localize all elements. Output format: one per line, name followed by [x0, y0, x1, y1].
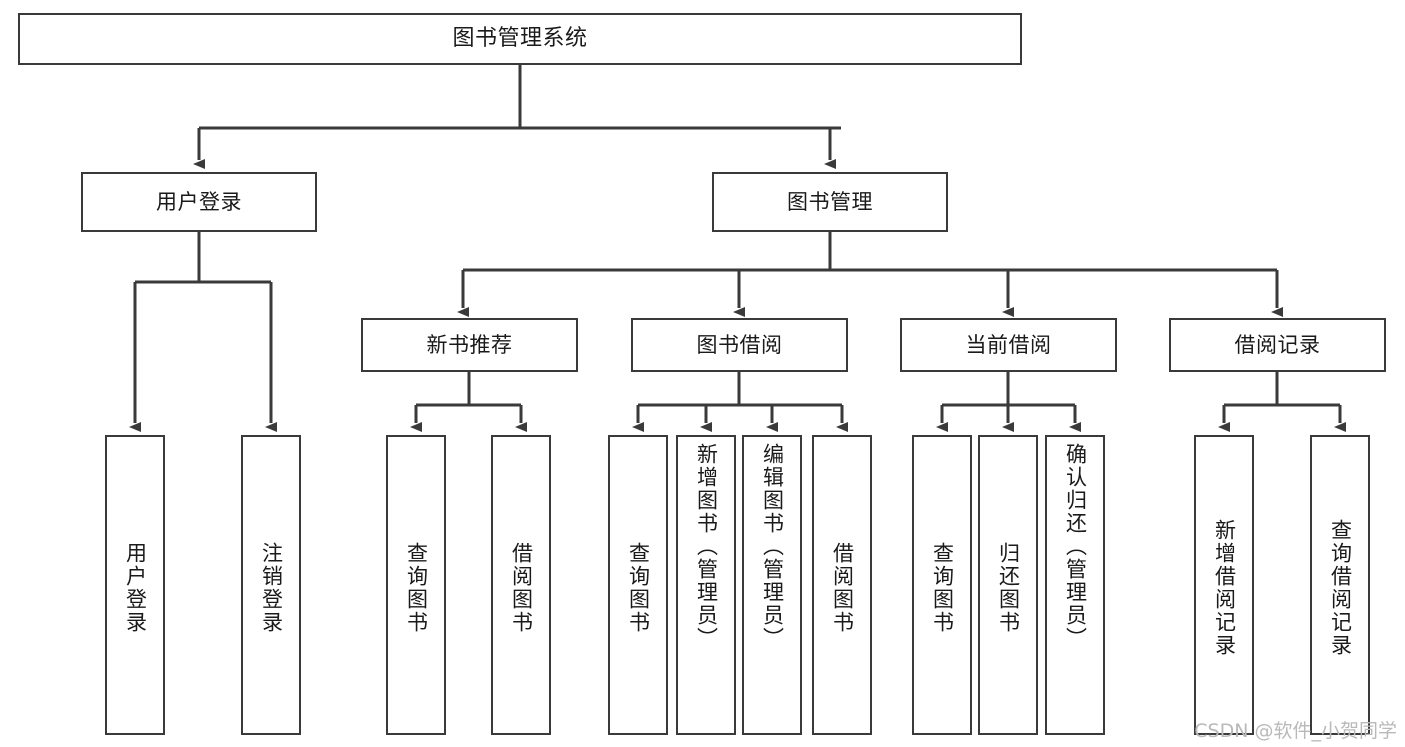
node-book-manage[interactable]: 图书管理 [712, 172, 948, 232]
node-user-login[interactable]: 用户登录 [81, 172, 317, 232]
node-leaf-logout[interactable]: 注销登录 [241, 435, 301, 735]
node-leaf-user-login[interactable]: 用户登录 [105, 435, 165, 735]
node-leaf-borrow-book-2-label: 借阅图书 [830, 542, 855, 634]
node-leaf-user-login-label: 用户登录 [123, 542, 148, 634]
node-leaf-query-book-3[interactable]: 查询图书 [912, 435, 972, 735]
node-borrow-record-label: 借阅记录 [1234, 332, 1321, 357]
node-new-book-rec[interactable]: 新书推荐 [361, 318, 578, 372]
node-book-manage-label: 图书管理 [787, 189, 873, 214]
node-leaf-query-book-1-label: 查询图书 [404, 542, 429, 634]
node-leaf-add-book-label: 新增图书（管理员） [694, 443, 719, 650]
node-leaf-borrow-book-1-label: 借阅图书 [509, 542, 534, 634]
node-leaf-query-record[interactable]: 查询借阅记录 [1310, 435, 1370, 735]
node-book-borrow[interactable]: 图书借阅 [631, 318, 848, 372]
node-leaf-query-book-2[interactable]: 查询图书 [608, 435, 668, 735]
node-leaf-confirm-return-label: 确认归还（管理员） [1063, 443, 1088, 650]
node-leaf-borrow-book-1[interactable]: 借阅图书 [491, 435, 551, 735]
node-leaf-query-book-2-label: 查询图书 [626, 542, 651, 634]
node-book-borrow-label: 图书借阅 [696, 332, 783, 357]
node-new-book-rec-label: 新书推荐 [426, 332, 513, 357]
node-leaf-return-book[interactable]: 归还图书 [978, 435, 1038, 735]
node-leaf-query-record-label: 查询借阅记录 [1328, 519, 1353, 657]
node-borrow-record[interactable]: 借阅记录 [1169, 318, 1386, 372]
node-current-borrow[interactable]: 当前借阅 [900, 318, 1117, 372]
node-root[interactable]: 图书管理系统 [18, 13, 1022, 65]
node-leaf-add-record[interactable]: 新增借阅记录 [1194, 435, 1254, 735]
node-leaf-query-book-1[interactable]: 查询图书 [386, 435, 446, 735]
node-leaf-add-book[interactable]: 新增图书（管理员） [676, 435, 736, 735]
node-root-label: 图书管理系统 [452, 26, 588, 52]
node-leaf-add-record-label: 新增借阅记录 [1212, 519, 1237, 657]
node-leaf-borrow-book-2[interactable]: 借阅图书 [812, 435, 872, 735]
node-user-login-label: 用户登录 [156, 189, 242, 214]
node-leaf-edit-book-label: 编辑图书（管理员） [760, 443, 785, 650]
node-leaf-query-book-3-label: 查询图书 [930, 542, 955, 634]
node-leaf-logout-label: 注销登录 [259, 542, 284, 634]
watermark-text: CSDN @软件_小贺同学 [1194, 720, 1397, 742]
node-current-borrow-label: 当前借阅 [965, 332, 1052, 357]
node-leaf-confirm-return[interactable]: 确认归还（管理员） [1045, 435, 1105, 735]
node-leaf-return-book-label: 归还图书 [996, 542, 1021, 634]
node-leaf-edit-book[interactable]: 编辑图书（管理员） [742, 435, 802, 735]
